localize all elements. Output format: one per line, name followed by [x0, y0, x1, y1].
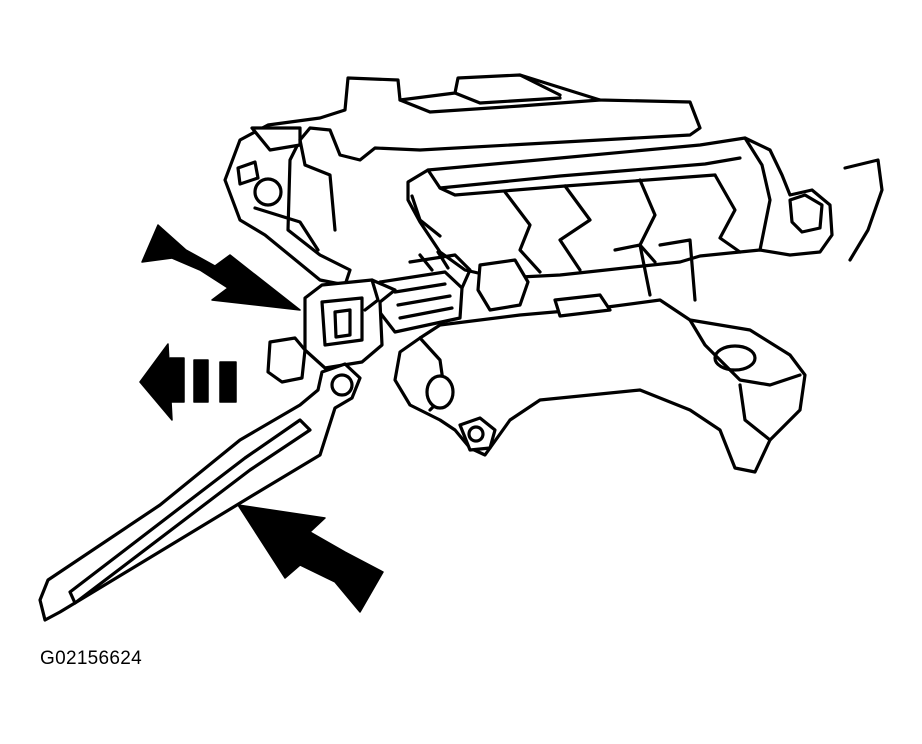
ignition-switch-connector [266, 250, 530, 384]
mounting-flange [393, 238, 807, 474]
actuator-rod [38, 362, 362, 622]
flange-bolt-hole [425, 374, 455, 410]
housing-mount-hole [253, 177, 283, 207]
upper-pointer-arrow [141, 224, 301, 311]
flange-slot-hole [713, 344, 757, 372]
lower-pointer-arrow [237, 504, 384, 613]
rear-housing [223, 73, 702, 287]
upper-cover [406, 136, 884, 280]
figure-code-label: G02156624 [40, 648, 143, 669]
pivot-bracket [303, 278, 397, 370]
flange-lower-hole [467, 425, 485, 443]
pull-direction-arrow [139, 343, 237, 421]
rod-pivot-pin [330, 373, 354, 397]
